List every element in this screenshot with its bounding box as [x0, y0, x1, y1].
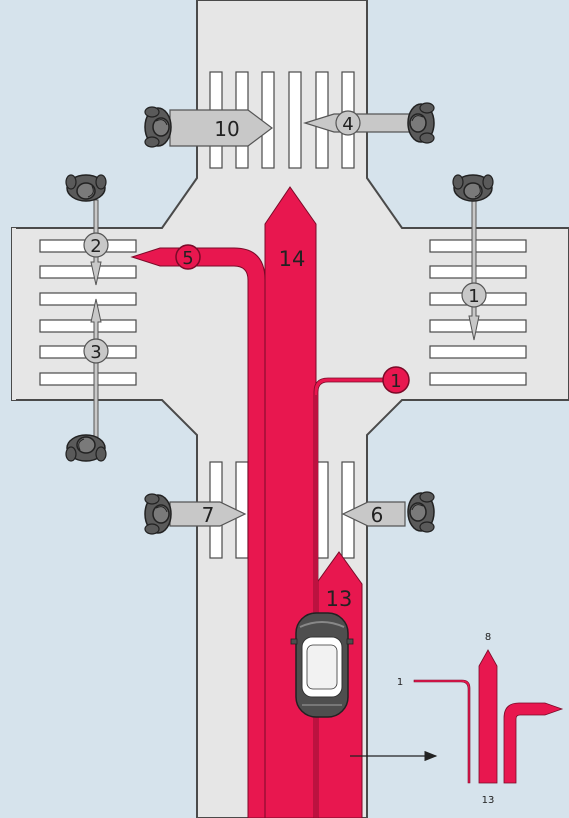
pedestrian-arrow-label-4: 4 [342, 114, 353, 135]
vehicle-path-label-13: 13 [326, 587, 353, 611]
vehicle-path-badge-1 [382, 366, 410, 394]
pedestrian-arrow-1: 1 [461, 199, 487, 341]
pedestrian-icon [65, 434, 107, 462]
vehicle-path-label-1: 1 [390, 371, 401, 392]
pedestrian-arrow-label-2: 2 [90, 236, 101, 257]
pedestrian-arrow-label-6: 6 [371, 503, 384, 527]
vehicle-path-label-5: 5 [182, 248, 193, 269]
lane-legend: 1 8 13 [397, 632, 564, 806]
pedestrian-icon [452, 174, 494, 202]
pedestrian-icon [65, 174, 107, 202]
legend-right-turn-line [413, 679, 471, 784]
pedestrian-arrow-label-1: 1 [468, 286, 479, 307]
vehicle-path-badge-5 [175, 244, 201, 270]
vehicle-path-14 [264, 186, 317, 818]
pedestrian-arrow-10: 10 [169, 109, 273, 147]
pedestrian-arrow-6: 6 [341, 501, 406, 527]
pedestrian-arrow-label-7: 7 [202, 503, 215, 527]
legend-label-8: 8 [485, 632, 491, 643]
pedestrian-icon [144, 106, 172, 148]
legend-left-turn-arrow [503, 702, 564, 784]
legend-label-1: 1 [397, 677, 403, 688]
pedestrian-icon [144, 493, 172, 535]
legend-label-13: 13 [482, 795, 495, 806]
pedestrian-arrow-3: 3 [83, 298, 109, 441]
car-top-view-icon [290, 612, 354, 718]
pedestrian-arrow-2: 2 [83, 199, 109, 286]
pedestrian-arrow-label-3: 3 [90, 342, 101, 363]
legend-straight-arrow [478, 649, 498, 784]
pedestrian-icon [407, 102, 435, 144]
pedestrian-arrow-label-10: 10 [214, 117, 239, 141]
vehicle-path-label-14: 14 [279, 247, 306, 271]
pedestrian-arrow-7: 7 [169, 501, 247, 527]
vehicle-path-5 [130, 247, 266, 818]
pedestrian-icon [407, 491, 435, 533]
